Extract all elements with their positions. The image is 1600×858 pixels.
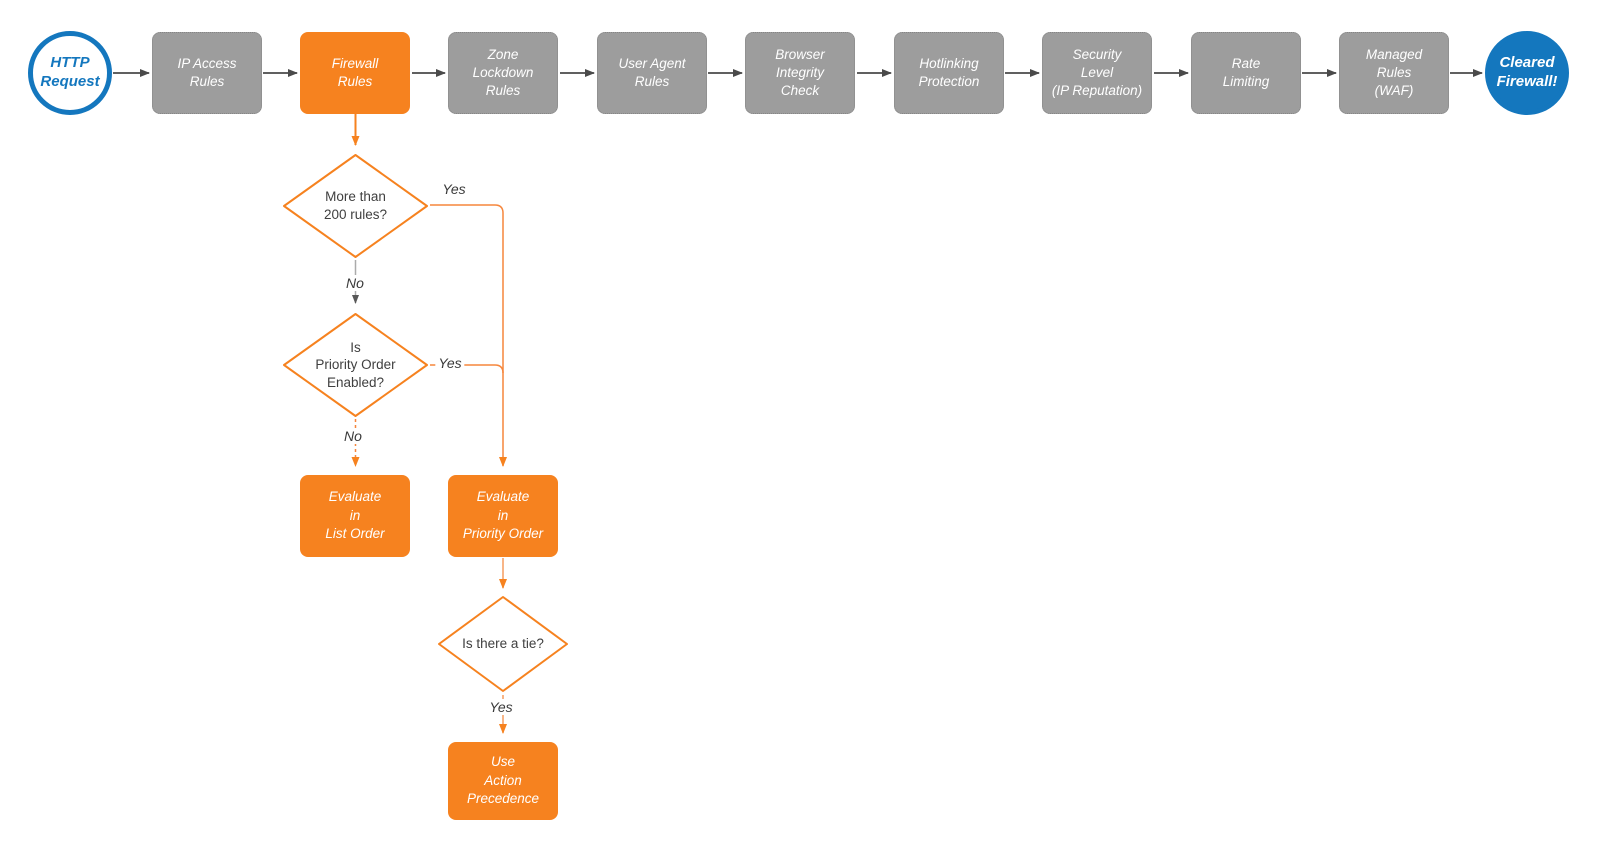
node-cleared-firewall: Cleared Firewall! — [1485, 31, 1569, 115]
node-hotlinking-protection-label: Hotlinking Protection — [918, 56, 980, 89]
node-security-level-label: Security Level (IP Reputation) — [1051, 47, 1143, 98]
edge-decision2-yes-merge — [430, 364, 504, 374]
node-http-request-label: HTTP Request — [40, 54, 100, 90]
diamond-shape — [438, 596, 568, 692]
edge-label-decision2-yes: Yes — [435, 355, 465, 371]
node-decision-priority-order-enabled: Is Priority Order Enabled? — [281, 311, 430, 419]
node-decision-priority-order-enabled-label: Is Priority Order Enabled? — [315, 339, 396, 390]
node-zone-lockdown-rules-label: Zone Lockdown Rules — [472, 47, 534, 98]
node-evaluate-in-priority-order-label: Evaluate in Priority Order — [462, 488, 544, 542]
node-cleared-firewall-label: Cleared Firewall! — [1496, 54, 1558, 90]
node-evaluate-in-list-order: Evaluate in List Order — [300, 475, 410, 557]
diamond-shape — [283, 154, 428, 258]
edge-label-decision3-yes: Yes — [486, 699, 516, 715]
node-rate-limiting-label: Rate Limiting — [1222, 56, 1270, 89]
edge-decision1-yes-to-priority-order — [430, 204, 507, 467]
node-zone-lockdown-rules: Zone Lockdown Rules — [448, 32, 558, 114]
node-evaluate-in-list-order-label: Evaluate in List Order — [325, 488, 385, 542]
node-evaluate-in-priority-order: Evaluate in Priority Order — [448, 475, 558, 557]
node-decision-is-there-a-tie-label: Is there a tie? — [462, 636, 544, 652]
node-use-action-precedence-label: Use Action Precedence — [466, 753, 540, 807]
node-browser-integrity-check: Browser Integrity Check — [745, 32, 855, 114]
node-ip-access-rules: IP Access Rules — [152, 32, 262, 114]
node-hotlinking-protection: Hotlinking Protection — [894, 32, 1004, 114]
node-ip-access-rules-label: IP Access Rules — [177, 56, 237, 89]
node-decision-more-than-200-rules-label: More than 200 rules? — [323, 189, 388, 222]
node-use-action-precedence: Use Action Precedence — [448, 742, 558, 820]
edge-label-decision2-no: No — [341, 428, 365, 444]
node-rate-limiting: Rate Limiting — [1191, 32, 1301, 114]
node-firewall-rules: Firewall Rules — [300, 32, 410, 114]
edge-label-decision1-yes: Yes — [439, 181, 469, 197]
node-managed-rules-waf-label: Managed Rules (WAF) — [1365, 47, 1423, 98]
node-managed-rules-waf: Managed Rules (WAF) — [1339, 32, 1449, 114]
node-user-agent-rules-label: User Agent Rules — [618, 56, 686, 89]
diamond-shape — [283, 313, 428, 417]
node-decision-more-than-200-rules: More than 200 rules? — [281, 152, 430, 260]
node-browser-integrity-check-label: Browser Integrity Check — [775, 47, 825, 98]
node-decision-is-there-a-tie: Is there a tie? — [436, 594, 570, 694]
node-user-agent-rules: User Agent Rules — [597, 32, 707, 114]
node-security-level: Security Level (IP Reputation) — [1042, 32, 1152, 114]
node-http-request: HTTP Request — [28, 31, 112, 115]
node-firewall-rules-label: Firewall Rules — [331, 56, 379, 89]
edge-label-decision1-no: No — [343, 275, 367, 291]
